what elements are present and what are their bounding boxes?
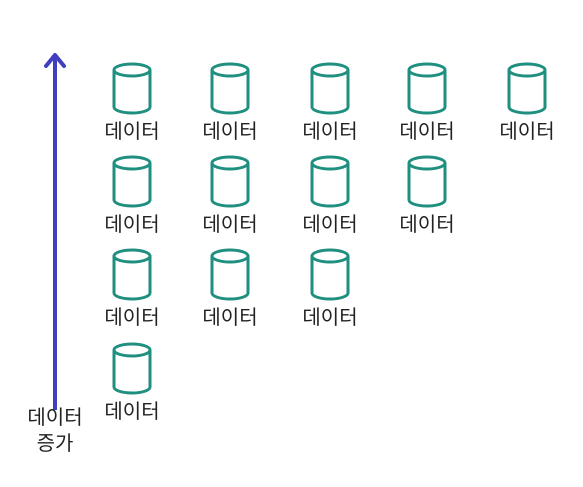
database-item: 데이터: [290, 62, 370, 148]
database-cylinder-icon: [310, 62, 350, 115]
database-cylinder-icon: [112, 155, 152, 208]
database-item: 데이터: [92, 155, 172, 241]
database-item: 데이터: [92, 342, 172, 428]
database-item: 데이터: [290, 248, 370, 334]
database-label: 데이터: [399, 212, 455, 236]
database-cylinder-icon: [407, 62, 447, 115]
database-label: 데이터: [499, 119, 555, 143]
database-label: 데이터: [202, 119, 258, 143]
database-item: 데이터: [387, 155, 467, 241]
database-label: 데이터: [302, 212, 358, 236]
arrow-up-icon: [44, 53, 66, 412]
database-label: 데이터: [104, 212, 160, 236]
growth-arrow-label-line2: 증가: [36, 431, 74, 455]
database-item: 데이터: [92, 62, 172, 148]
database-label: 데이터: [104, 399, 160, 423]
database-item: 데이터: [92, 248, 172, 334]
database-label: 데이터: [202, 305, 258, 329]
database-cylinder-icon: [310, 248, 350, 301]
database-cylinder-icon: [310, 155, 350, 208]
database-cylinder-icon: [507, 62, 547, 115]
database-label: 데이터: [104, 119, 160, 143]
database-item: 데이터: [190, 155, 270, 241]
database-cylinder-icon: [210, 155, 250, 208]
database-cylinder-icon: [210, 62, 250, 115]
database-item: 데이터: [387, 62, 467, 148]
database-item: 데이터: [190, 62, 270, 148]
database-cylinder-icon: [210, 248, 250, 301]
database-label: 데이터: [104, 305, 160, 329]
database-cylinder-icon: [112, 62, 152, 115]
database-label: 데이터: [302, 119, 358, 143]
database-cylinder-icon: [407, 155, 447, 208]
database-item: 데이터: [290, 155, 370, 241]
growth-arrow-label-line1: 데이터: [27, 405, 83, 429]
database-label: 데이터: [302, 305, 358, 329]
growth-arrow-label: 데이터 증가: [10, 404, 100, 456]
database-item: 데이터: [190, 248, 270, 334]
database-cylinder-icon: [112, 248, 152, 301]
database-label: 데이터: [202, 212, 258, 236]
database-item: 데이터: [487, 62, 567, 148]
database-label: 데이터: [399, 119, 455, 143]
growth-arrow: [40, 50, 70, 412]
database-cylinder-icon: [112, 342, 152, 395]
